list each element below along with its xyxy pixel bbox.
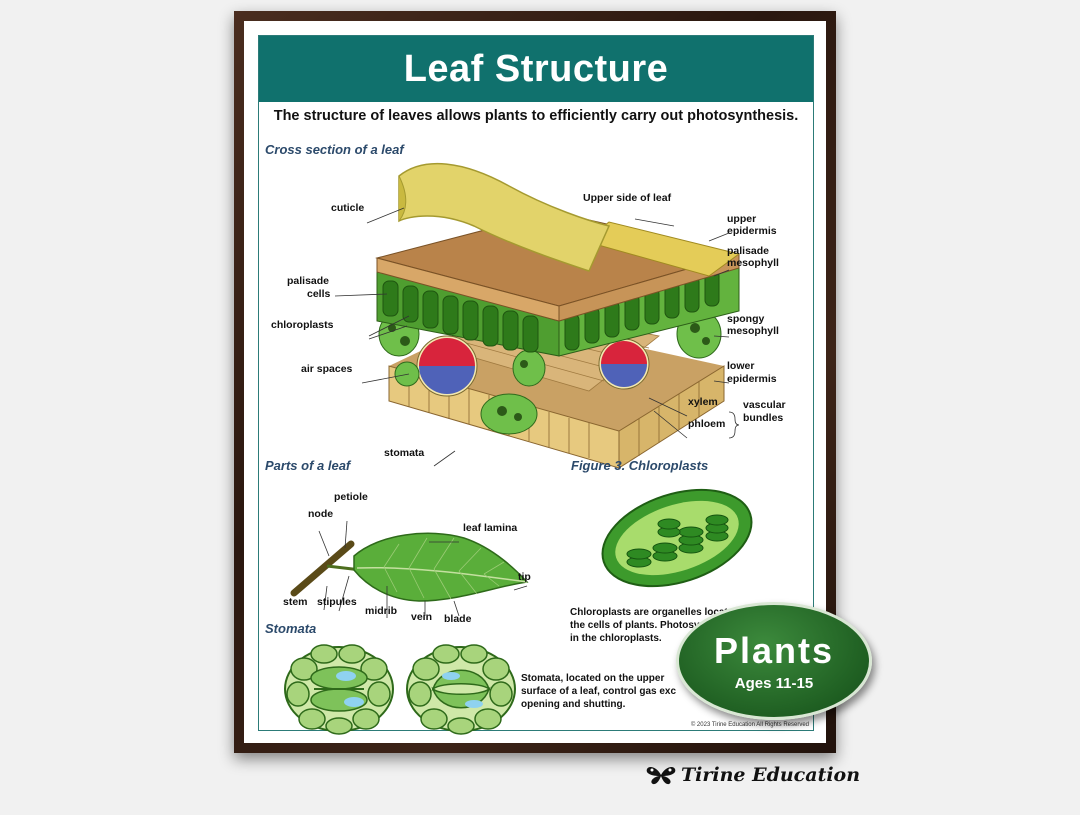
label-vein: vein xyxy=(411,611,433,623)
poster-title: Leaf Structure xyxy=(403,47,669,90)
badge-title: Plants xyxy=(713,629,835,671)
poster-content: Leaf Structure The structure of leaves a… xyxy=(258,35,814,735)
stomata-text-line1: Stomata, located on the upper xyxy=(521,673,665,684)
chloroplast-illustration xyxy=(601,488,753,588)
chloroplasts-text-line2: the cells of plants. Photosy xyxy=(570,620,700,631)
stomata-text-line2: surface of a leaf, control gas exc xyxy=(521,686,677,697)
chloroplasts-text-line3: in the chloroplasts. xyxy=(570,633,662,644)
label-air-spaces: air spaces xyxy=(301,363,353,375)
label-palisade-mesophyll-line1: palisade xyxy=(727,245,770,257)
label-tip: tip xyxy=(518,571,531,583)
brand-name: Tirine Education xyxy=(681,764,861,786)
label-upper-side-of-leaf: Upper side of leaf xyxy=(583,192,672,204)
label-midrib: midrib xyxy=(365,605,398,617)
label-upper-epidermis-line2: epidermis xyxy=(727,225,777,237)
butterfly-icon xyxy=(646,767,676,785)
label-blade: blade xyxy=(444,613,472,625)
copyright-notice: © 2023 Tirine Education All Rights Reser… xyxy=(690,722,809,728)
label-palisade-cells-line2: cells xyxy=(307,288,331,300)
cross-section-heading: Cross section of a leaf xyxy=(265,142,404,157)
leaf-cross-section-illustration xyxy=(334,162,741,469)
label-palisade-mesophyll-line2: mesophyll xyxy=(727,257,779,269)
label-upper-epidermis-line1: upper xyxy=(727,213,757,225)
label-lower-epidermis-line2: epidermis xyxy=(727,373,777,385)
brand-logo: Tirine Education xyxy=(645,764,860,786)
stomata-heading: Stomata xyxy=(265,621,317,636)
label-spongy-mesophyll-line2: mesophyll xyxy=(727,325,779,337)
badge-age-range: Ages 11-15 xyxy=(734,674,814,692)
stomata-illustration xyxy=(284,644,516,735)
label-petiole: petiole xyxy=(334,491,368,503)
label-spongy-mesophyll-line1: spongy xyxy=(727,313,765,325)
poster: Leaf Structure The structure of leaves a… xyxy=(244,21,826,743)
label-palisade-cells-line1: palisade xyxy=(287,275,330,287)
picture-frame: Leaf Structure The structure of leaves a… xyxy=(234,11,836,753)
label-lower-epidermis-line1: lower xyxy=(727,360,755,372)
label-stem: stem xyxy=(283,596,308,608)
label-xylem: xylem xyxy=(688,396,718,408)
label-vascular-bundles-line2: bundles xyxy=(743,412,784,424)
chloroplasts-text-line1: Chloroplasts are organelles located with… xyxy=(570,607,772,618)
poster-subtitle: The structure of leaves allows plants to… xyxy=(273,108,799,124)
label-stomata: stomata xyxy=(384,447,425,459)
leaf-parts-illustration xyxy=(290,520,529,618)
title-band: Leaf Structure xyxy=(259,36,813,102)
label-leaf-lamina: leaf lamina xyxy=(463,522,518,534)
label-node: node xyxy=(308,508,334,520)
label-vascular-bundles-line1: vascular xyxy=(743,399,786,411)
label-chloroplasts: chloroplasts xyxy=(271,319,334,331)
label-stipules: stipules xyxy=(317,596,357,608)
stomata-text-line3: opening and shutting. xyxy=(521,699,626,710)
plants-badge: Plants Ages 11-15 xyxy=(676,602,872,720)
chloroplasts-heading: Figure 3. Chloroplasts xyxy=(571,458,709,473)
parts-heading: Parts of a leaf xyxy=(265,458,351,473)
label-phloem: phloem xyxy=(688,418,726,430)
label-cuticle: cuticle xyxy=(331,202,365,214)
